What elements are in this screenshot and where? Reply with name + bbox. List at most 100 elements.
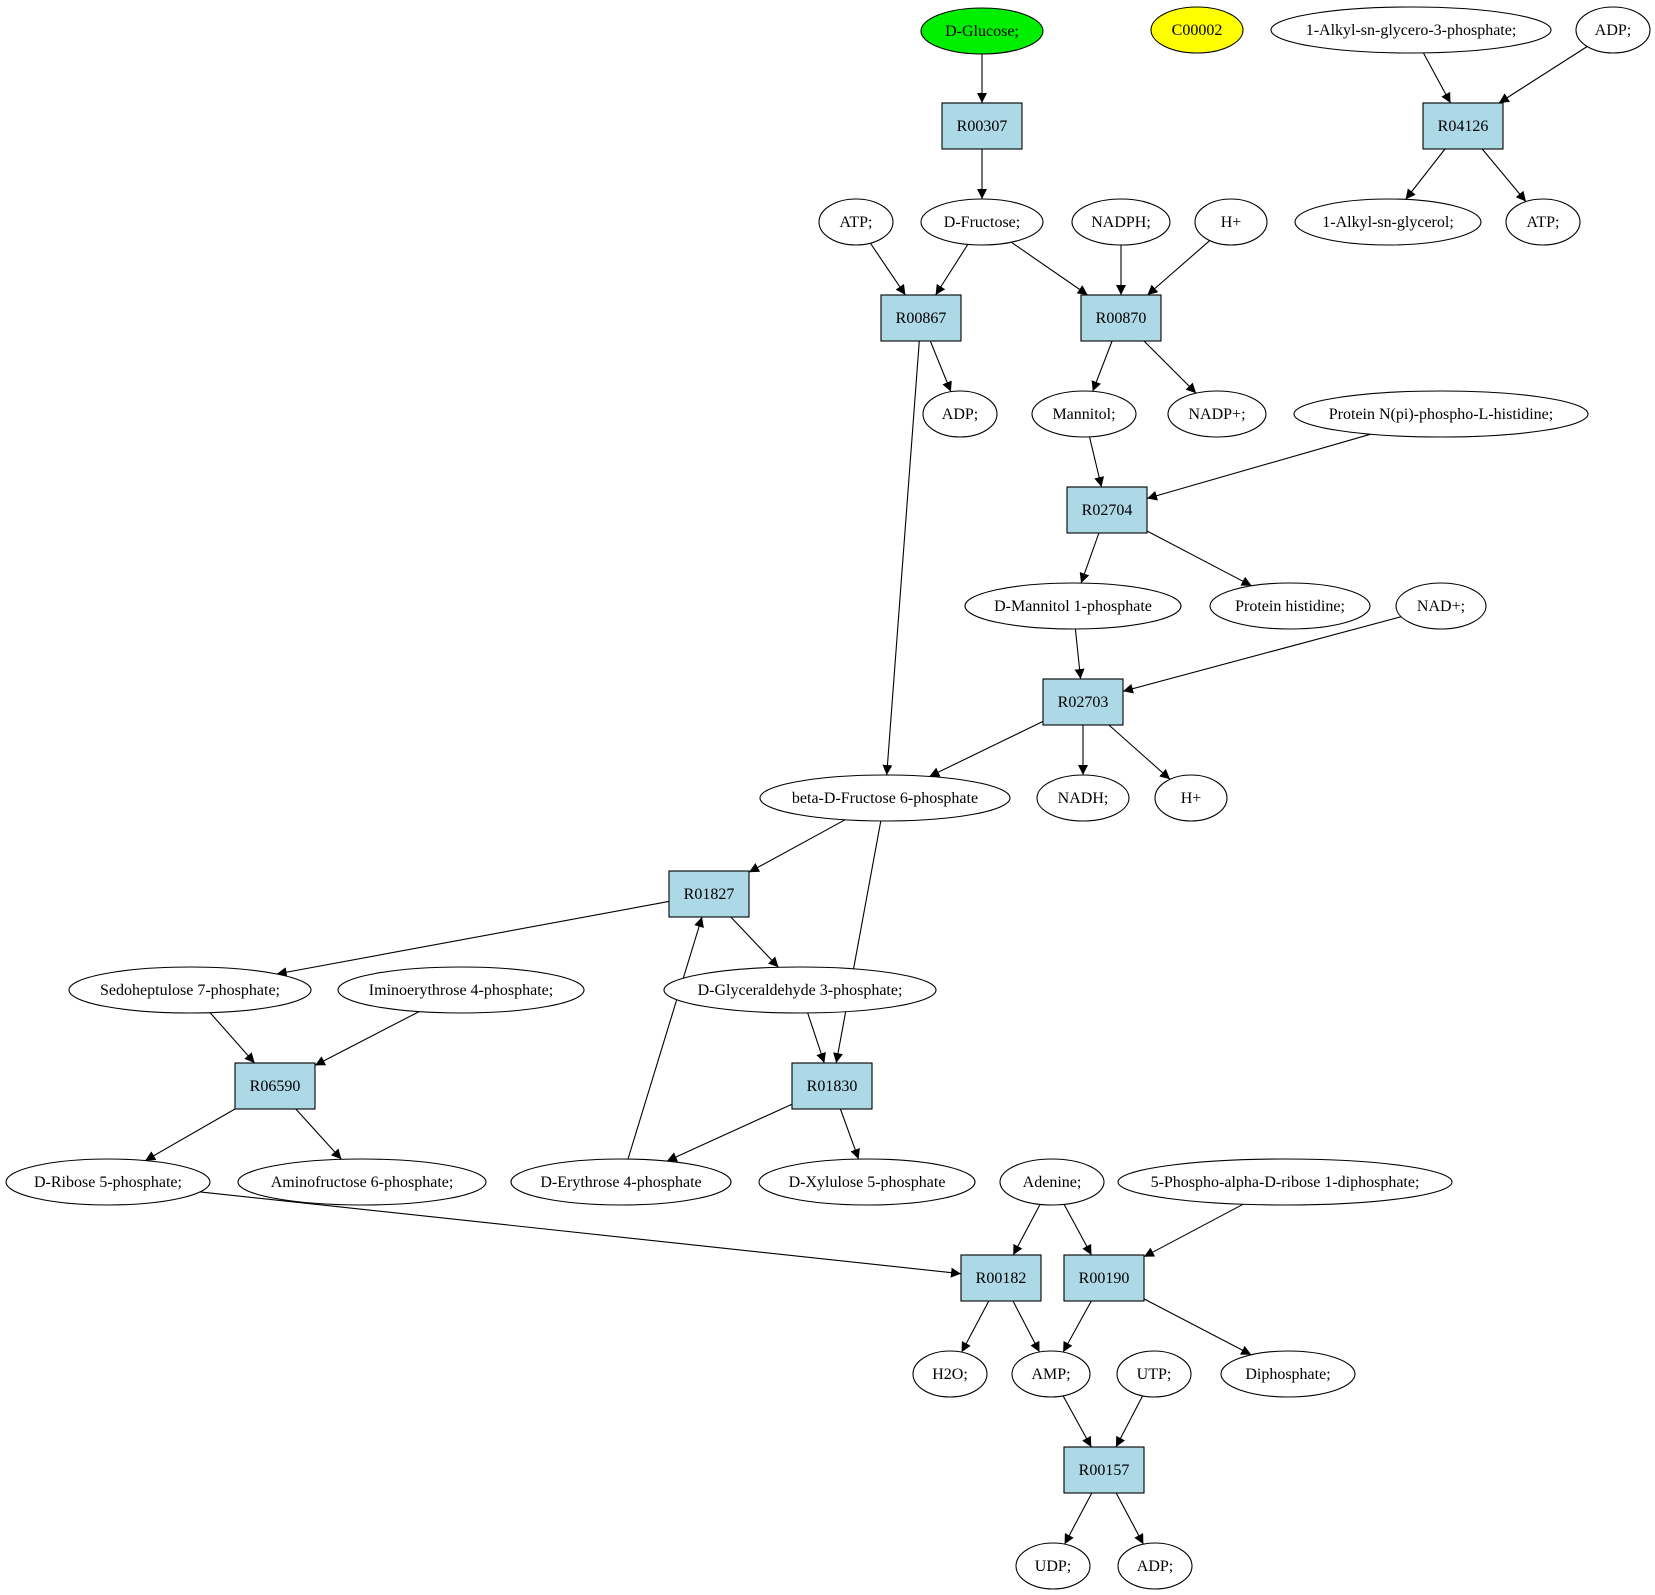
edge-c_ribose5p-to-r00182	[200, 1191, 962, 1278]
edge-r06590-to-c_ribose5p	[144, 1108, 236, 1162]
reaction-node-r06590[interactable]: R06590	[234, 1062, 316, 1110]
node-label: 1-Alkyl-sn-glycerol;	[1322, 214, 1454, 231]
compound-node-c-prpp[interactable]: 5-Phospho-alpha-D-ribose 1-diphosphate;	[1117, 1158, 1453, 1206]
compound-node-c-xylulose5p[interactable]: D-Xylulose 5-phosphate	[758, 1158, 976, 1206]
compound-node-c-glucose[interactable]: D-Glucose;	[920, 7, 1044, 55]
compound-ellipse	[5, 1158, 211, 1206]
edge-r02703-to-c_hplus2	[1108, 724, 1171, 780]
edge-r00867-to-c_bfru6p	[882, 340, 920, 776]
compound-node-c-adp2[interactable]: ADP;	[922, 390, 998, 438]
compound-ellipse	[1505, 198, 1581, 246]
compound-node-c-amp[interactable]: AMP;	[1011, 1350, 1091, 1398]
compound-node-c-alkylgly[interactable]: 1-Alkyl-sn-glycerol;	[1294, 198, 1482, 246]
compound-node-c-bfru6p[interactable]: beta-D-Fructose 6-phosphate	[759, 774, 1011, 822]
compound-ellipse	[920, 198, 1044, 246]
node-label: D-Fructose;	[944, 214, 1020, 231]
node-label: ADP;	[942, 406, 978, 423]
compound-node-c-hplus2[interactable]: H+	[1154, 774, 1228, 822]
compound-node-c-nadph[interactable]: NADPH;	[1071, 198, 1171, 246]
compound-node-c-alkylglyp[interactable]: 1-Alkyl-sn-glycero-3-phosphate;	[1270, 6, 1552, 54]
reaction-node-r00867[interactable]: R00867	[880, 294, 962, 342]
compound-node-c-fructose[interactable]: D-Fructose;	[920, 198, 1044, 246]
compound-ellipse	[337, 966, 585, 1014]
compound-ellipse	[759, 774, 1011, 822]
node-label: R01827	[684, 886, 735, 903]
node-label: D-Xylulose 5-phosphate	[789, 1174, 946, 1191]
edge-c_adenine-to-r00182	[1012, 1204, 1041, 1256]
edge-r01827-to-c_ga3p	[730, 916, 779, 968]
edge-r00157-to-c_udp	[1064, 1492, 1093, 1545]
reaction-node-r00190[interactable]: R00190	[1063, 1254, 1145, 1302]
compound-node-c-ga3p[interactable]: D-Glyceraldehyde 3-phosphate;	[663, 966, 937, 1014]
reaction-node-r02703[interactable]: R02703	[1042, 678, 1124, 726]
node-label: ADP;	[1137, 1558, 1173, 1575]
edge-c_sedo7p-to-r06590	[209, 1012, 256, 1064]
compound-ellipse	[1575, 6, 1651, 54]
compound-node-c-mannitol[interactable]: Mannitol;	[1031, 390, 1137, 438]
reaction-box	[234, 1062, 316, 1110]
edge-c_atp1-to-r00867	[869, 242, 906, 296]
reaction-box	[1066, 486, 1148, 534]
reaction-node-r00182[interactable]: R00182	[960, 1254, 1042, 1302]
node-label: D-Mannitol 1-phosphate	[994, 598, 1152, 615]
compound-node-c-atp1[interactable]: ATP;	[818, 198, 894, 246]
compound-node-c-aminofru6p[interactable]: Aminofructose 6-phosphate;	[237, 1158, 487, 1206]
compound-node-c-adp3[interactable]: ADP;	[1117, 1542, 1193, 1590]
compound-ellipse	[920, 7, 1044, 55]
edge-c_adenine-to-r00190	[1063, 1204, 1092, 1256]
compound-node-c-sedo7p[interactable]: Sedoheptulose 7-phosphate;	[68, 966, 312, 1014]
reaction-node-r00870[interactable]: R00870	[1080, 294, 1162, 342]
compound-node-c-adenine[interactable]: Adenine;	[999, 1158, 1105, 1206]
reaction-node-r02704[interactable]: R02704	[1066, 486, 1148, 534]
node-label: 5-Phospho-alpha-D-ribose 1-diphosphate;	[1151, 1174, 1420, 1191]
reaction-node-r00157[interactable]: R00157	[1063, 1446, 1145, 1494]
compound-node-c-nadplus[interactable]: NAD+;	[1395, 582, 1487, 630]
reaction-node-r01827[interactable]: R01827	[668, 870, 750, 918]
compound-node-c-erythrose4p[interactable]: D-Erythrose 4-phosphate	[510, 1158, 732, 1206]
compound-ellipse	[237, 1158, 487, 1206]
node-label: Protein N(pi)-phospho-L-histidine;	[1329, 406, 1553, 423]
node-label: Iminoerythrose 4-phosphate;	[369, 982, 553, 999]
compound-node-c-prothis[interactable]: Protein histidine;	[1209, 582, 1371, 630]
edge-c_hplus1-to-r00870	[1147, 240, 1211, 296]
compound-node-c-imino4p[interactable]: Iminoerythrose 4-phosphate;	[337, 966, 585, 1014]
compound-node-c-h2o[interactable]: H2O;	[912, 1350, 988, 1398]
node-label: R00182	[976, 1270, 1027, 1287]
compound-node-c-ribose5p[interactable]: D-Ribose 5-phosphate;	[5, 1158, 211, 1206]
reaction-node-r00307[interactable]: R00307	[941, 102, 1023, 150]
node-label: R01830	[807, 1078, 858, 1095]
reaction-node-r01830[interactable]: R01830	[791, 1062, 873, 1110]
reaction-box	[1080, 294, 1162, 342]
node-label: R00867	[896, 310, 947, 327]
reaction-node-r04126[interactable]: R04126	[1422, 102, 1504, 150]
edge-r02703-to-c_bfru6p	[929, 720, 1044, 777]
compound-ellipse	[999, 1158, 1105, 1206]
compound-node-c-utp[interactable]: UTP;	[1116, 1350, 1192, 1398]
edge-r04126-to-c_atp2	[1481, 148, 1527, 202]
reaction-box	[880, 294, 962, 342]
compound-node-c-atp2[interactable]: ATP;	[1505, 198, 1581, 246]
compound-ellipse	[1154, 774, 1228, 822]
node-label: R02704	[1082, 502, 1133, 519]
node-label: Adenine;	[1023, 1174, 1082, 1191]
compound-node-c-nadpplus[interactable]: NADP+;	[1167, 390, 1267, 438]
compound-node-c-adp-top[interactable]: ADP;	[1575, 6, 1651, 54]
compound-node-c-nadh[interactable]: NADH;	[1036, 774, 1130, 822]
reaction-box	[1063, 1254, 1145, 1302]
compound-ellipse	[1011, 1350, 1091, 1398]
compound-node-c-c00002[interactable]: C00002	[1150, 6, 1244, 54]
compound-node-c-mannitol1p[interactable]: D-Mannitol 1-phosphate	[964, 582, 1182, 630]
compound-node-c-hplus1[interactable]: H+	[1194, 198, 1268, 246]
compound-node-c-diphosphate[interactable]: Diphosphate;	[1220, 1350, 1356, 1398]
edge-c_protnhis-to-r02704	[1146, 433, 1371, 501]
node-label: R06590	[250, 1078, 301, 1095]
edge-r01830-to-c_xylulose5p	[839, 1108, 860, 1160]
node-label: H+	[1221, 214, 1242, 231]
node-label: NADPH;	[1091, 214, 1151, 231]
compound-ellipse	[1220, 1350, 1356, 1398]
compound-node-c-udp[interactable]: UDP;	[1015, 1542, 1091, 1590]
node-label: Mannitol;	[1052, 406, 1115, 423]
node-label: NAD+;	[1417, 598, 1465, 615]
node-label: C00002	[1172, 22, 1223, 39]
compound-node-c-protnhis[interactable]: Protein N(pi)-phospho-L-histidine;	[1293, 390, 1589, 438]
